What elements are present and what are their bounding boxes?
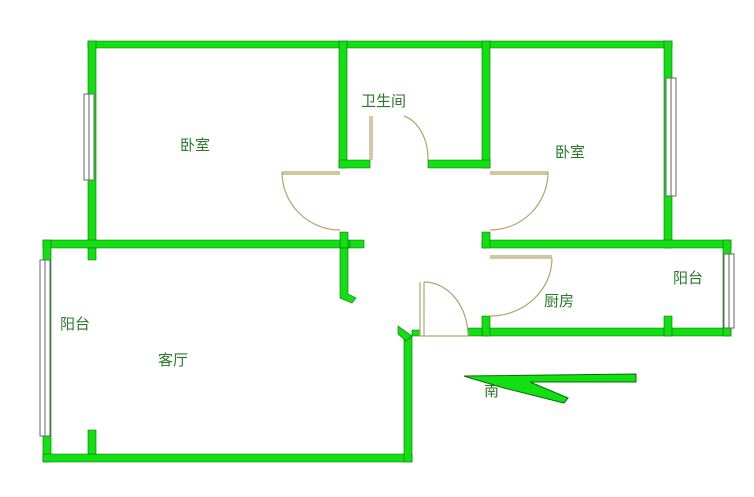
label-bedroom-right: 卧室 bbox=[555, 143, 585, 161]
wall-bath-bottom-right bbox=[427, 159, 491, 169]
label-bedroom-left: 卧室 bbox=[180, 136, 210, 154]
wall-bottom-living bbox=[42, 453, 413, 463]
wall-stub-right bbox=[481, 231, 491, 249]
label-bathroom: 卫生间 bbox=[361, 92, 406, 110]
south-arrow-icon bbox=[463, 373, 637, 404]
wall-stub-bottom-left bbox=[87, 429, 97, 455]
wall-stub-living-top bbox=[87, 247, 97, 261]
compass-label: 南 bbox=[484, 382, 499, 400]
wall-stub-corridor bbox=[339, 231, 349, 249]
door-kitchen-arc bbox=[489, 257, 553, 317]
door-right-bedroom-arc bbox=[489, 171, 549, 231]
wall-partition-bath-right bbox=[481, 40, 491, 169]
label-balcony-right: 阳台 bbox=[673, 269, 703, 287]
wall-kitchen-bottom bbox=[467, 327, 732, 337]
wall-entrance-top bbox=[411, 329, 421, 337]
wall-stub-corridor-b bbox=[349, 239, 365, 249]
door-bathroom-arc bbox=[403, 115, 429, 161]
wall-bath-bottom-left bbox=[338, 159, 371, 169]
wall-kitchen-left-stub bbox=[481, 315, 491, 337]
wall-bedroom-bottom-left bbox=[42, 239, 351, 249]
wall-entrance-stub bbox=[397, 325, 413, 342]
wall-corridor-kink bbox=[339, 247, 357, 304]
windows bbox=[39, 77, 735, 437]
wall-kitchen-mid-stub bbox=[663, 315, 673, 337]
wall-top bbox=[87, 40, 673, 49]
walls bbox=[42, 40, 732, 463]
wall-partition-bath-left bbox=[338, 40, 348, 169]
wall-right-living bbox=[403, 335, 413, 463]
label-kitchen: 厨房 bbox=[544, 292, 574, 310]
wall-bedroom-bottom-right bbox=[481, 239, 732, 249]
label-balcony-left: 阳台 bbox=[60, 315, 90, 333]
room-labels: 卧室 卫生间 卧室 阳台 厨房 阳台 客厅 南 bbox=[60, 92, 703, 400]
doors bbox=[281, 115, 553, 337]
door-entrance-arc bbox=[423, 281, 469, 337]
door-left-bedroom-arc bbox=[281, 171, 341, 231]
label-living-room: 客厅 bbox=[158, 351, 188, 369]
